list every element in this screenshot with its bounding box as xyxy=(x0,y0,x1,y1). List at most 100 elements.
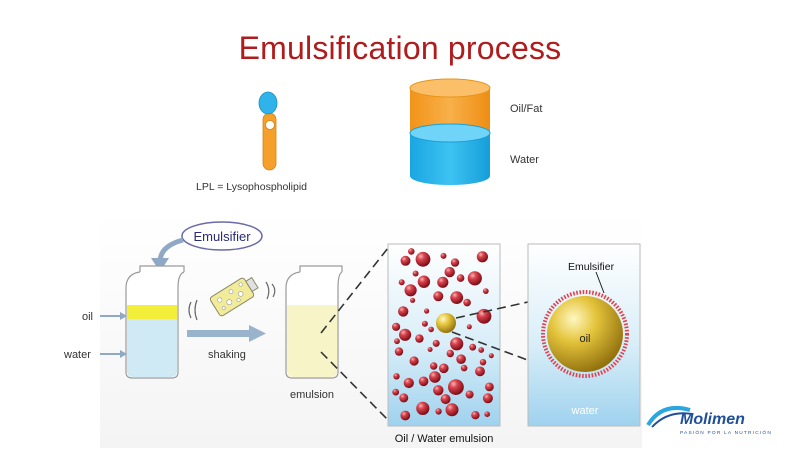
oil-droplet xyxy=(393,373,400,380)
oil-droplet xyxy=(463,298,471,307)
oil-droplet xyxy=(456,274,465,282)
oil-droplet xyxy=(435,408,442,415)
oil-droplet xyxy=(418,376,429,387)
oil-droplet xyxy=(409,356,419,366)
oil-droplet xyxy=(429,371,441,383)
oil-droplet xyxy=(456,354,466,365)
oil-droplet xyxy=(488,353,494,359)
emulsifier-arrow xyxy=(151,237,184,272)
oil-droplet xyxy=(440,252,447,259)
jar-oil-layer xyxy=(127,305,177,319)
oil-droplet xyxy=(424,308,430,314)
emulsion-label: emulsion xyxy=(290,389,334,401)
oil-droplet xyxy=(465,390,474,399)
oil-droplet xyxy=(446,349,454,358)
oil-droplet xyxy=(478,347,485,353)
oil-droplet xyxy=(428,326,434,333)
highlighted-oil-droplet xyxy=(436,313,456,333)
oil-droplet xyxy=(408,248,415,255)
motion-lines xyxy=(188,281,276,321)
oil-droplet xyxy=(485,382,494,392)
oil-droplet xyxy=(445,403,459,417)
oil-droplet xyxy=(410,297,416,303)
shaking-arrow xyxy=(187,325,266,342)
jar-emulsion xyxy=(285,265,343,379)
oil-droplet xyxy=(439,363,449,374)
brand-name: Molimen xyxy=(680,411,745,428)
emulsion-panel xyxy=(387,243,501,427)
oil-droplet xyxy=(479,359,487,366)
oil-droplet xyxy=(444,266,455,278)
oil-droplet xyxy=(437,276,449,288)
oil-droplet xyxy=(433,385,444,396)
oil-droplet xyxy=(440,394,451,405)
zoom-lines-jar xyxy=(320,247,389,421)
lpl-molecule xyxy=(258,91,278,171)
oil-water-cylinder xyxy=(409,78,491,185)
oil-droplet xyxy=(400,410,411,421)
oil-droplet xyxy=(394,347,404,356)
page-title: Emulsification process xyxy=(238,30,562,66)
oil-droplet xyxy=(394,338,400,345)
molimen-logo: Molimen PASIÓN POR LA NUTRICIÓN xyxy=(646,405,772,436)
oil-droplet xyxy=(421,320,428,327)
oil-droplet xyxy=(417,275,431,288)
oil-droplet xyxy=(432,339,440,347)
shaking-label: shaking xyxy=(208,349,246,361)
shaking-bottle-icon xyxy=(209,276,259,317)
oil-droplet xyxy=(471,411,480,420)
zoom-panel xyxy=(527,243,641,427)
oil-droplet xyxy=(404,284,417,297)
zoom-water-label: water xyxy=(571,405,599,417)
jar-water-layer xyxy=(127,319,177,377)
brand-tagline: PASIÓN POR LA NUTRICIÓN xyxy=(680,429,772,436)
oil-droplet xyxy=(399,393,409,403)
emulsifier-bubble xyxy=(181,221,263,251)
oil-droplet xyxy=(484,411,491,418)
oil-droplet xyxy=(450,258,460,267)
oil-droplet xyxy=(469,343,477,351)
oil-droplet xyxy=(400,255,411,266)
emulsifier-bubble-label: Emulsifier xyxy=(193,229,251,244)
oil-droplet xyxy=(399,328,412,341)
water-side-label: water xyxy=(63,349,91,361)
oil-droplet xyxy=(433,291,444,302)
oil-droplet xyxy=(450,337,464,351)
oil-droplet xyxy=(415,251,431,267)
oil-droplet xyxy=(403,377,414,389)
oil-droplet xyxy=(460,364,468,372)
lpl-label: LPL = Lysophospholipid xyxy=(196,181,307,193)
oil-droplet xyxy=(430,362,438,370)
lpl-joint xyxy=(265,120,275,130)
oil-droplet xyxy=(450,291,464,304)
water-label: Water xyxy=(510,154,539,166)
oil-droplets xyxy=(392,248,494,421)
oil-droplet xyxy=(482,393,493,404)
oil-droplet xyxy=(398,306,409,317)
zoom-emulsifier-label: Emulsifier xyxy=(568,261,615,273)
lpl-head xyxy=(258,91,278,115)
oil-droplet xyxy=(392,388,400,396)
oil-droplet xyxy=(415,334,424,343)
zoom-oil-label: oil xyxy=(579,333,590,345)
oil-droplet xyxy=(475,366,485,377)
oil-droplet xyxy=(466,324,472,330)
oil-droplet xyxy=(476,308,492,324)
emulsifier-ring xyxy=(541,290,629,378)
oil-droplet xyxy=(427,347,433,352)
oil-droplet xyxy=(398,279,405,286)
oil-droplet xyxy=(412,270,419,277)
oil-droplet xyxy=(482,288,489,294)
oil-fat-label: Oil/Fat xyxy=(510,103,542,115)
oil-droplet xyxy=(416,401,430,415)
oil-droplet xyxy=(476,251,488,263)
oil-droplet xyxy=(392,322,401,331)
oil-droplet xyxy=(467,271,482,286)
oil-side-label: oil xyxy=(82,311,93,323)
jar-oil-water xyxy=(125,265,185,379)
oil-water-emulsion-label: Oil / Water emulsion xyxy=(395,433,494,445)
jar-emulsion-fill xyxy=(287,305,337,377)
big-oil-droplet xyxy=(547,296,623,372)
oil-droplet xyxy=(448,379,464,395)
